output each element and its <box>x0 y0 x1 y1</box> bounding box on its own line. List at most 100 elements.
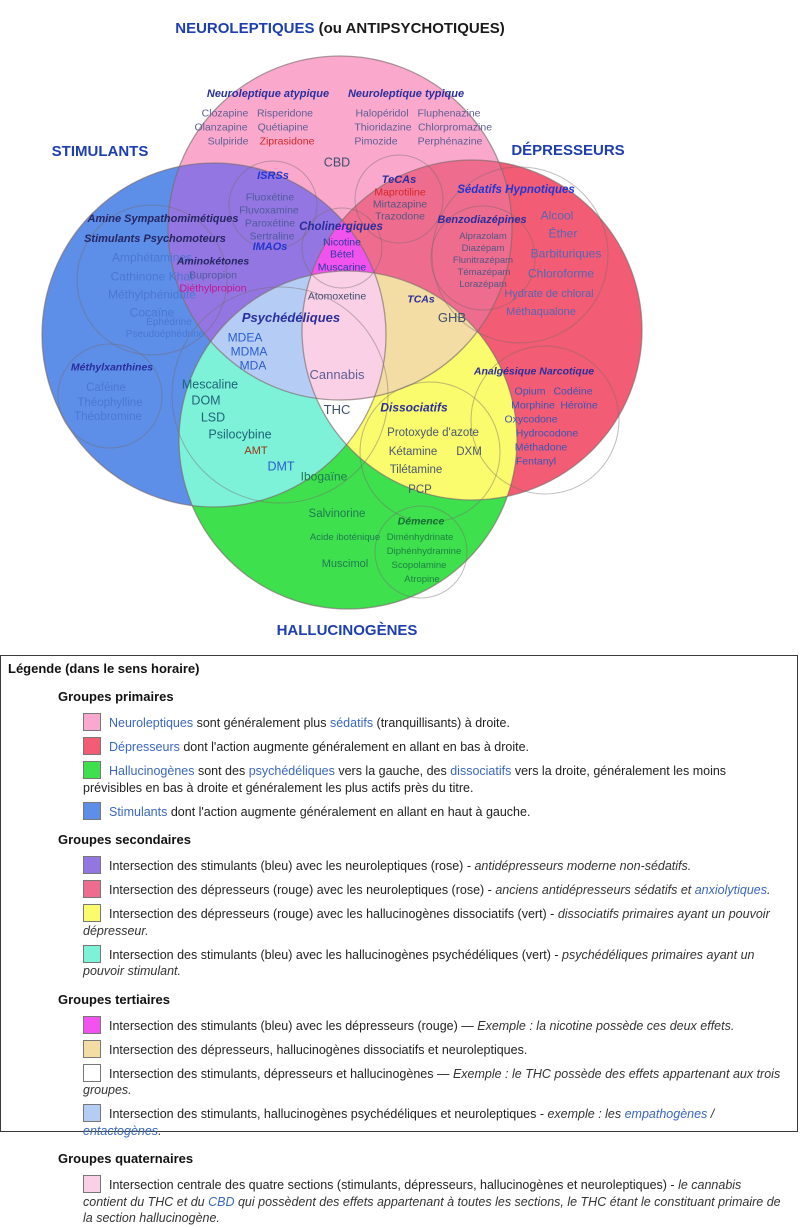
color-swatch <box>83 1015 101 1034</box>
label-atropine: Atropine <box>404 574 440 586</box>
label-imaos: IMAOs <box>252 241 288 254</box>
legend-text: Intersection des stimulants (bleu) avec … <box>109 859 475 873</box>
legend-section-header-groupes-primaires: Groupes primaires <box>58 689 174 704</box>
legend-text: Exemple : la nicotine possède ces deux e… <box>477 1018 735 1033</box>
label-sulpiride: Sulpiride <box>207 135 249 148</box>
label-scopolamine: Scopolamine <box>391 560 447 572</box>
label-psychedeliques: Psychédéliques <box>241 310 341 326</box>
label-haloperidol: Halopéridol <box>355 107 409 120</box>
label-amphetamines: Amphétamines <box>111 250 193 265</box>
legend-item: Intersection des dépresseurs, hallucinog… <box>83 1039 787 1059</box>
legend-text: / <box>707 1107 715 1121</box>
label-benzodiazepines: Benzodiazépines <box>437 214 527 227</box>
label-muscimol: Muscimol <box>321 558 369 571</box>
legend-link: empathogènes <box>624 1107 708 1121</box>
label-salvinorine: Salvinorine <box>308 507 366 520</box>
label-neuroleptique-typique: Neuroleptique typique <box>347 88 465 101</box>
legend-item: Intersection des stimulants, hallucinogè… <box>83 1104 787 1139</box>
region-depr-hallu-neuro <box>302 271 512 400</box>
label-tcas: TCAs <box>407 293 435 306</box>
section-title-hallucinogenes: HALLUCINOGÈNES <box>277 623 418 639</box>
label-cathinone-khat: Cathinone Khat <box>110 269 194 284</box>
label-betel: Bétel <box>330 248 354 261</box>
legend-text: Intersection des dépresseurs (rouge) ave… <box>109 907 558 921</box>
label-pimozide: Pimozide <box>354 135 398 148</box>
legend-text: Intersection des dépresseurs, hallucinog… <box>109 1042 528 1057</box>
label-sedatifs-hypnotiques: Sédatifs Hypnotiques <box>457 183 575 196</box>
legend-section-header-groupes-secondaires: Groupes secondaires <box>58 832 191 847</box>
section-title-depresseurs: DÉPRESSEURS <box>511 143 624 159</box>
section-title-neuroleptiques: NEUROLEPTIQUES (ou ANTIPSYCHOTIQUES) <box>175 21 504 37</box>
title-part: NEUROLEPTIQUES <box>175 20 319 38</box>
legend-text: vers la droite, généralement les moins p… <box>83 764 727 795</box>
drug-venn-page: NEUROLEPTIQUES (ou ANTIPSYCHOTIQUES) STIM… <box>0 21 798 1225</box>
label-dimenhydrinate: Diménhydrinate <box>386 532 454 544</box>
label-ghb: GHB <box>437 310 467 326</box>
color-swatch <box>83 801 101 820</box>
label-ibogaine: Ibogaïne <box>300 469 348 484</box>
legend-link: Neuroleptiques <box>109 716 194 730</box>
label-oxycodone: Oxycodone <box>504 413 558 426</box>
region-stim-hallu-neuro <box>179 271 386 400</box>
legend-text: (tranquillisants) à droite. <box>373 716 510 730</box>
label-tecas: TeCAs <box>381 174 417 187</box>
label-alprazolam: Alprazolam <box>459 231 507 243</box>
legend-item: Intersection des stimulants (bleu) avec … <box>83 856 787 875</box>
label-thc: THC <box>323 402 351 418</box>
label-hydrocodone: Hydrocodone <box>515 427 579 440</box>
legend-text: exemple : les <box>547 1107 625 1121</box>
label-fluvoxamine: Fluvoxamine <box>239 204 299 217</box>
color-swatch <box>83 880 101 898</box>
legend-text: Intersection des stimulants (bleu) avec … <box>109 1018 478 1033</box>
label-demence: Démence <box>397 515 445 528</box>
legend-section-header-groupes-quaternaires: Groupes quaternaires <box>58 1151 194 1166</box>
label-bupropion: Bupropion <box>189 269 237 282</box>
label-aminoketones: Aminokétones <box>176 255 250 268</box>
label-pcp: PCP <box>408 483 432 496</box>
label-isrss: ISRSs <box>257 170 289 183</box>
label-neuroleptique-atypique: Neuroleptique atypique <box>206 88 330 101</box>
label-psilocybine: Psilocybine <box>208 427 272 442</box>
label-maprotiline: Maprotiline <box>374 186 426 199</box>
legend-link: entactogènes <box>83 1123 159 1138</box>
label-chloroforme: Chloroforme <box>527 266 595 281</box>
legend-text: antidépresseurs moderne non-sédatifs. <box>474 859 692 873</box>
legend-text: Intersection des dépresseurs (rouge) ave… <box>109 883 496 897</box>
legend-text: psychédéliques primaires ayant un pouvoi… <box>83 947 755 979</box>
legend-item: Intersection des dépresseurs (rouge) ave… <box>83 904 787 939</box>
legend-text: . <box>158 1123 162 1138</box>
label-thioridazine: Thioridazine <box>354 121 412 134</box>
venn-circles-graphic <box>41 55 643 610</box>
label-temazepam: Témazépam <box>457 267 511 279</box>
label-protoxyde-d-azote: Protoxyde d'azote <box>387 426 479 439</box>
label-ephedrine: Éphédrine <box>146 316 192 328</box>
label-fentanyl: Fentanyl <box>515 455 557 468</box>
label-theobromine: Théobromine <box>74 410 142 423</box>
label-paroxetine: Paroxétine <box>244 217 296 230</box>
label-pseudoephedrine: Pseudoéphédrine <box>125 328 205 340</box>
legend-item: Intersection centrale des quatre section… <box>83 1175 787 1227</box>
label-codeine: Codéine <box>553 385 593 398</box>
legend-link: Dépresseurs <box>109 740 180 754</box>
diagram-labels: NEUROLEPTIQUES (ou ANTIPSYCHOTIQUES) STIM… <box>51 21 625 639</box>
color-swatch <box>83 904 101 922</box>
legend-item: Intersection des stimulants (bleu) avec … <box>83 944 787 980</box>
label-sertraline: Sertraline <box>249 230 295 243</box>
legend-text: anciens antidépresseurs sédatifs et <box>495 883 695 897</box>
label-theophylline: Théophylline <box>77 396 143 409</box>
legend-text: sont des <box>194 764 249 778</box>
title-part: DÉPRESSEURS <box>511 142 625 160</box>
label-flunitrazepam: Flunitrazépam <box>452 255 514 267</box>
label-mda: MDA <box>239 358 267 373</box>
label-cafeine: Caféine <box>86 381 126 394</box>
label-ziprasidone: Ziprasidone <box>259 135 315 148</box>
legend-item: Dépresseurs dont l'action augmente génér… <box>83 737 787 756</box>
color-swatch <box>83 1063 101 1082</box>
title-part: STIMULANTS <box>51 143 149 161</box>
label-amine-sympathomimetiques: Amine Sympathomimétiques <box>87 213 239 226</box>
legend-text: dont l'action augmente généralement en a… <box>167 804 531 819</box>
legend-text: dont l'action augmente généralement en a… <box>179 740 530 754</box>
label-morphine: Morphine <box>511 399 555 412</box>
color-swatch <box>83 1104 101 1122</box>
